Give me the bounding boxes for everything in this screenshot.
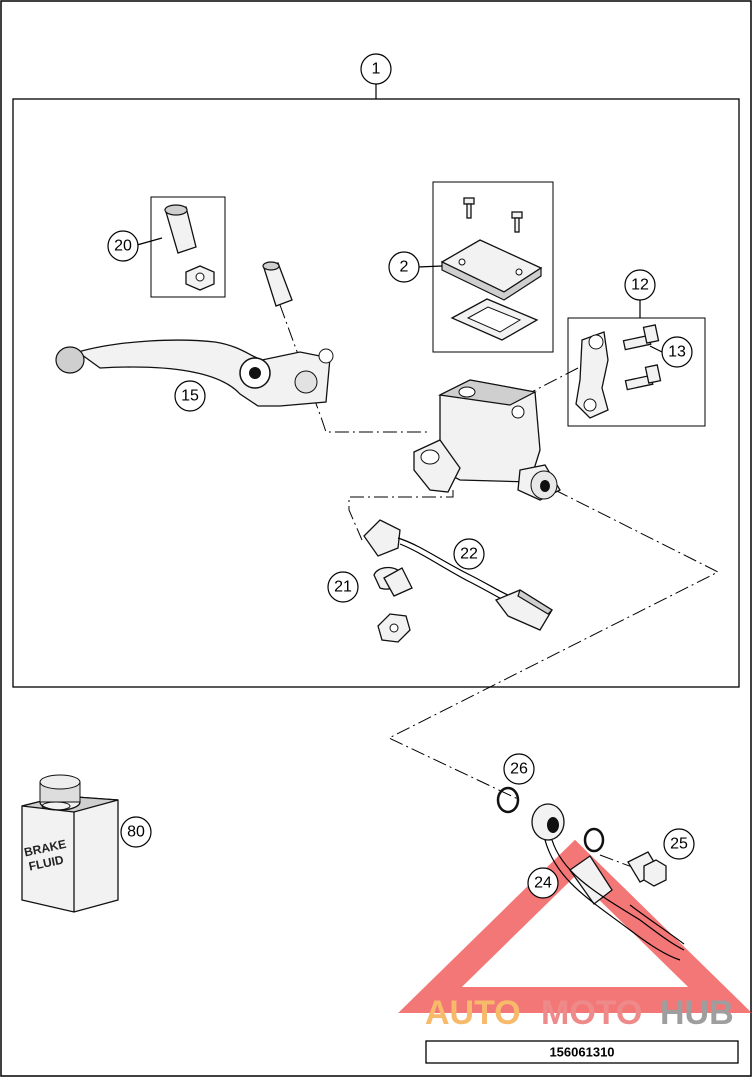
part-15-brake-lever (55, 261, 334, 407)
master-cylinder-body (413, 379, 561, 501)
part-20-sleeve-and-nut (164, 204, 215, 291)
part-21-switch-bracket (373, 566, 413, 643)
part-22-brake-light-switch (363, 519, 553, 631)
part-25-banjo-bolt (627, 851, 667, 887)
svg-text:20: 20 (114, 238, 132, 255)
callout-2: 2 (388, 251, 420, 283)
callout-80: 80 (120, 816, 152, 848)
part-26-sealing-washer (496, 786, 520, 814)
callout-15: 15 (174, 380, 206, 412)
part-24-brake-hose (531, 803, 685, 961)
callout-12: 12 (624, 269, 656, 301)
part-number-box: 156061310 (425, 1040, 739, 1064)
box-part-2 (432, 181, 554, 353)
svg-text:21: 21 (334, 579, 352, 596)
part-2-reservoir-cover (440, 197, 543, 341)
svg-text:13: 13 (668, 344, 686, 361)
svg-text:15: 15 (181, 388, 199, 405)
svg-text:22: 22 (460, 546, 478, 563)
watermark-moto: MOTO (541, 994, 642, 1032)
box-part-20 (150, 196, 226, 298)
callout-24: 24 (527, 867, 559, 899)
part-number-text: 156061310 (549, 1045, 614, 1060)
svg-text:26: 26 (510, 761, 528, 778)
svg-text:12: 12 (631, 277, 649, 294)
part-80-brake-fluid-bottle: BRAKE FLUID (21, 774, 119, 913)
svg-text:2: 2 (400, 259, 409, 276)
callout-21: 21 (327, 571, 359, 603)
part-12-handlebar-clamp (575, 324, 662, 419)
leader-lines (136, 237, 663, 353)
svg-text:80: 80 (127, 824, 145, 841)
callout-1: 1 (360, 53, 392, 85)
assembly-frame (12, 98, 740, 688)
watermark-auto: AUTO (425, 994, 521, 1032)
box-part-12 (567, 317, 706, 427)
callout-20: 20 (107, 230, 139, 262)
watermark-text: AUTO MOTO HUB (425, 994, 734, 1032)
svg-text:1: 1 (372, 61, 381, 78)
watermark-hub: HUB (660, 994, 734, 1032)
callout-25: 25 (663, 828, 695, 860)
callout-22: 22 (453, 538, 485, 570)
callout-26: 26 (503, 753, 535, 785)
callout-13: 13 (661, 336, 693, 368)
svg-text:25: 25 (670, 836, 688, 853)
svg-text:24: 24 (534, 875, 552, 892)
watermark-logo-mark (398, 839, 752, 1013)
